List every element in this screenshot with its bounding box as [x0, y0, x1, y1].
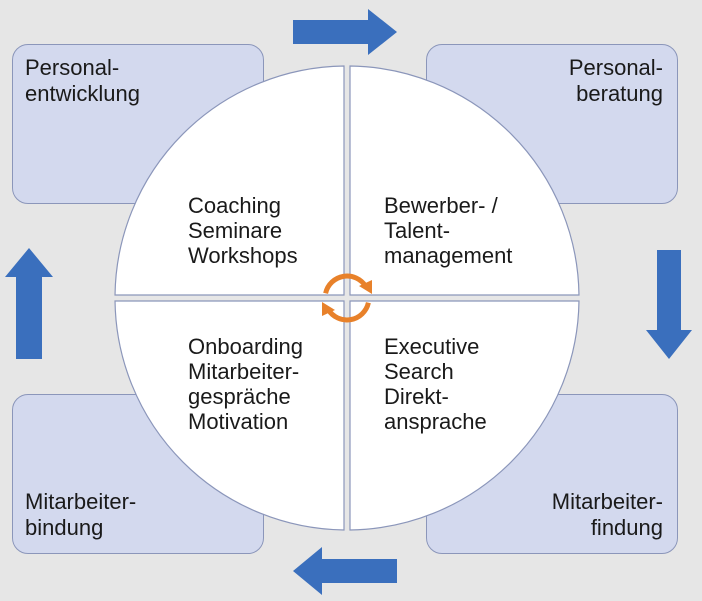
cycle-icon	[322, 273, 372, 323]
right-arrow-icon	[293, 9, 397, 55]
quadrant-text-bottom-right: Executive Search Direkt- ansprache	[384, 334, 487, 434]
up-arrow-icon	[5, 248, 53, 359]
quadrant-text-line: Onboarding	[188, 334, 303, 359]
quadrant-text-line: Direkt-	[384, 384, 449, 409]
box-label-line: Mitarbeiter-	[551, 489, 663, 514]
quadrant-text-line: Search	[384, 359, 454, 384]
quadrant-text-line: Talent-	[384, 218, 451, 243]
quadrant-text-line: Motivation	[188, 409, 289, 434]
quadrant-text-bottom-left: Onboarding Mitarbeiter- gespräche Motiva…	[188, 334, 303, 434]
down-arrow-icon	[646, 250, 692, 359]
quadrant-text-line: management	[384, 243, 513, 268]
quadrant-text-line: Workshops	[188, 243, 298, 268]
quadrant-text-top-left: Coaching Seminare Workshops	[188, 193, 298, 268]
box-label-line: Mitarbeiter-	[25, 489, 137, 514]
quadrant-text-line: Executive	[384, 334, 480, 359]
quadrant-text-line: ansprache	[384, 409, 487, 434]
box-label-line: Personal-	[25, 55, 120, 80]
box-label-line: entwicklung	[25, 81, 140, 106]
quadrant-top-right	[349, 65, 580, 296]
box-label-line: findung	[590, 515, 663, 540]
quadrant-text-line: Coaching	[188, 193, 281, 218]
quadrant-bottom-left	[114, 300, 345, 531]
box-label-line: beratung	[576, 81, 663, 106]
box-label-line: bindung	[25, 515, 104, 540]
quadrant-text-line: Mitarbeiter-	[188, 359, 300, 384]
quadrant-text-top-right: Bewerber- / Talent- management	[384, 193, 512, 268]
quadrant-top-left	[114, 65, 345, 296]
quadrant-text-line: Seminare	[188, 218, 283, 243]
box-label-line: Personal-	[568, 55, 663, 80]
quadrant-bottom-right	[349, 300, 580, 531]
quadrant-text-line: Bewerber- /	[384, 193, 498, 218]
quadrant-text-line: gespräche	[188, 384, 291, 409]
left-arrow-icon	[293, 547, 397, 595]
